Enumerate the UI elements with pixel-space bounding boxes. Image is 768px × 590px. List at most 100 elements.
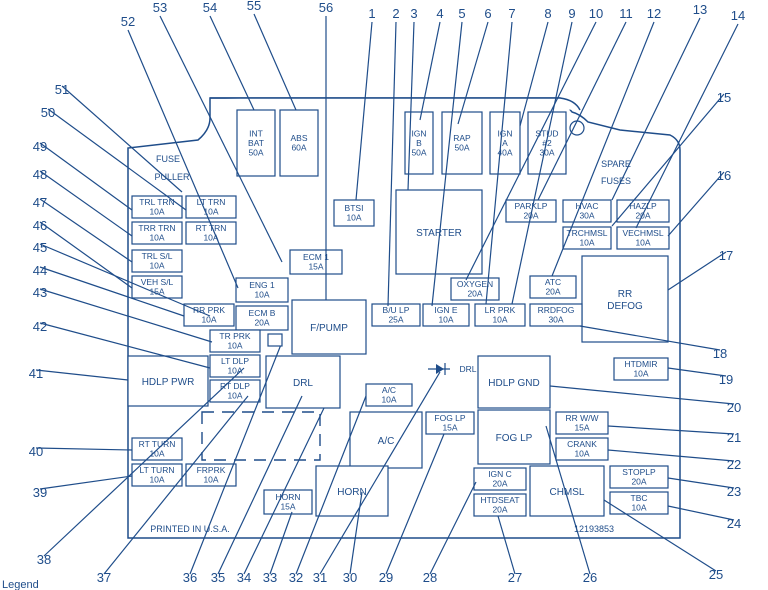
fuse-starter: STARTER: [395, 189, 483, 275]
callout-number: 52: [121, 14, 135, 29]
callout-leader: [43, 367, 245, 557]
fuse-lr-prk-box: [474, 303, 526, 327]
callout-leader: [419, 21, 441, 121]
callout-leader: [295, 395, 367, 575]
fuse-drl-diode-text: DRL: [459, 364, 476, 374]
fuse-htdmir-text: HTDMIR: [624, 359, 657, 369]
callout-56: 56: [319, 0, 333, 300]
fuse-ign-c-text: IGN C: [488, 469, 512, 479]
fuse-rt-turn-text: RT TURN: [139, 439, 176, 449]
legend-label: Legend: [2, 579, 39, 590]
fuse-atc-box: [529, 275, 577, 299]
callout-46: 46: [33, 218, 133, 289]
callout-leader: [611, 93, 725, 227]
callout-number: 6: [484, 6, 491, 21]
fuse-oxygen-text: 20A: [467, 289, 482, 299]
callout-leader: [387, 21, 397, 307]
callout-14: 14: [635, 8, 745, 229]
fuse-abs-box: [279, 109, 319, 177]
callout-33: 33: [263, 511, 293, 585]
callout-leader: [537, 21, 627, 201]
fuse-ign-b-text: B: [416, 138, 422, 148]
fuse-abs-text: 60A: [291, 143, 306, 153]
callout-2: 2: [387, 6, 400, 307]
callout-number: 49: [33, 139, 47, 154]
fuse-int-bat-text: INT: [249, 128, 263, 138]
callout-number: 45: [33, 240, 47, 255]
fuse-ign-b-text: 50A: [411, 147, 426, 157]
fuse-ign-e-box: [422, 303, 470, 327]
fuse-rap-text: 50A: [454, 143, 469, 153]
fuse-rrdfog-text: 30A: [548, 315, 563, 325]
callout-27: 27: [497, 515, 522, 585]
fuse-fog-lp-fuse-box: [425, 411, 475, 435]
callout-number: 33: [263, 570, 277, 585]
callout-13: 13: [611, 2, 707, 201]
fuse-hazlp-text: 20A: [635, 211, 650, 221]
callout-number: 46: [33, 218, 47, 233]
fuse-ecm-b-box: [235, 305, 289, 331]
callout-8: 8: [519, 6, 552, 127]
callout-number: 11: [619, 6, 633, 21]
callout-38: 38: [37, 367, 245, 567]
fuse-hdlp-gnd: HDLP GND: [477, 355, 551, 409]
fuse-veh-sl-text: VEH S/L: [141, 277, 174, 287]
callout-18: 18: [579, 325, 727, 361]
fuse-lr-prk-text: LR PRK: [485, 305, 516, 315]
fuse-trchmsl-text: TRCHMSL: [566, 228, 607, 238]
fuse-tr-prk-text: TR PRK: [219, 331, 251, 341]
fuse-ac-fuse-text: 10A: [381, 395, 396, 405]
callout-leader: [39, 198, 133, 263]
fuse-hvac-text: HVAC: [576, 201, 599, 211]
callout-number: 40: [29, 444, 43, 459]
callout-12: 12: [551, 6, 661, 277]
callout-leader: [355, 21, 373, 201]
small-cavity: [267, 333, 283, 347]
fuse-ac-fuse-text: A/C: [382, 385, 396, 395]
callout-number: 41: [29, 366, 43, 381]
fuse-frprk-text: 10A: [203, 475, 218, 485]
callout-number: 16: [717, 168, 731, 183]
fuse-fog-lp-fuse-text: FOG LP: [434, 413, 466, 423]
callout-36: 36: [183, 341, 283, 585]
fuse-trl-sl-text: 10A: [149, 261, 164, 271]
fuse-horn-fuse-text: 15A: [280, 502, 295, 512]
fuse-atc-text: 20A: [545, 287, 560, 297]
fuse-rt-trn-text: RT TRN: [196, 223, 227, 233]
callout-10: 10: [465, 6, 603, 281]
callout-number: 28: [423, 570, 437, 585]
callout-15: 15: [611, 90, 731, 227]
fuse-fog-lp-relay: FOG LP: [477, 409, 551, 465]
callout-leader: [39, 266, 185, 317]
callout-number: 19: [719, 372, 733, 387]
callout-leader: [667, 505, 735, 521]
callout-leader: [549, 385, 735, 405]
fuse-lt-turn-text: LT TURN: [140, 465, 175, 475]
callout-32: 32: [289, 395, 367, 585]
callout-47: 47: [33, 195, 133, 263]
spare-label-1: SPARE: [601, 159, 631, 169]
fuse-parklp-box: [505, 199, 557, 223]
callout-number: 42: [33, 319, 47, 334]
callout-number: 36: [183, 570, 197, 585]
fuse-veh-sl-text: 15A: [149, 287, 164, 297]
callout-number: 55: [247, 0, 261, 13]
callout-leader: [243, 407, 325, 575]
fuse-tbc-text: TBC: [631, 493, 648, 503]
callout-7: 7: [485, 6, 516, 305]
fuse-fog-lp-relay-box: [477, 409, 551, 465]
callout-leader: [431, 21, 463, 307]
callout-number: 21: [727, 430, 741, 445]
